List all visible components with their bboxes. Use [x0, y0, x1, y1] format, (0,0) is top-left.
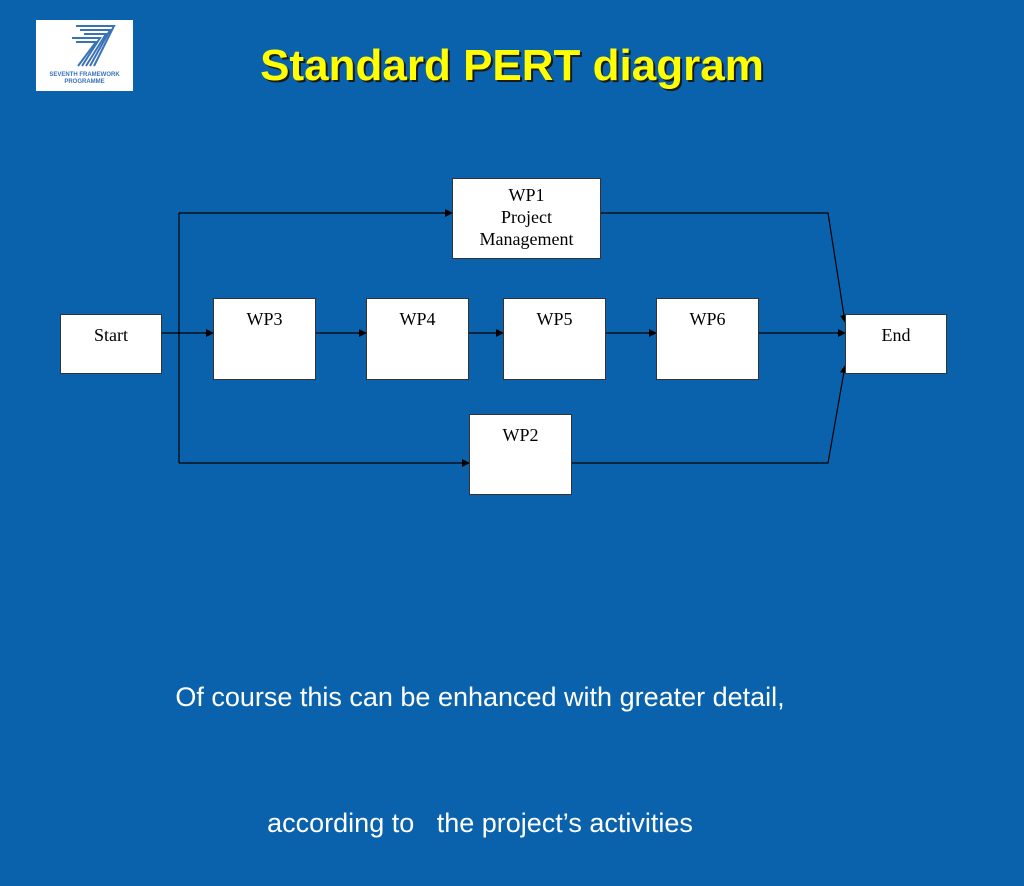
caption: Of course this can be enhanced with grea… [60, 592, 900, 886]
node-end: End [845, 314, 947, 374]
node-wp2-label: WP2 [502, 425, 539, 445]
node-wp5-label: WP5 [536, 309, 573, 329]
caption-line2: according to the project’s activities [267, 808, 693, 838]
node-wp6-label: WP6 [689, 309, 726, 329]
caption-line1: Of course this can be enhanced with grea… [175, 682, 785, 712]
node-wp4: WP4 [366, 298, 469, 380]
node-wp3: WP3 [213, 298, 316, 380]
node-wp1-line1: WP1 [508, 185, 545, 205]
node-start-label: Start [94, 325, 128, 345]
fp7-logo: SEVENTH FRAMEWORK PROGRAMME [36, 20, 133, 91]
node-wp3-label: WP3 [246, 309, 283, 329]
page-title: Standard PERT diagram [260, 41, 764, 90]
node-wp1-line3: Management [479, 229, 574, 249]
node-wp5: WP5 [503, 298, 606, 380]
connector-wp1-end [601, 212, 848, 323]
node-wp6: WP6 [656, 298, 759, 380]
pert-connectors [162, 209, 848, 467]
logo-text-line2: PROGRAMME [64, 79, 105, 85]
connector-wp2-end [572, 365, 848, 464]
node-wp1: WP1 Project Management [452, 178, 601, 259]
node-wp2: WP2 [469, 414, 572, 495]
logo-text-line1: SEVENTH FRAMEWORK [49, 72, 120, 78]
fp7-seven-icon [72, 25, 116, 67]
node-wp4-label: WP4 [399, 309, 436, 329]
node-start: Start [60, 314, 162, 374]
node-wp1-line2: Project [501, 207, 552, 227]
node-end-label: End [881, 325, 911, 345]
